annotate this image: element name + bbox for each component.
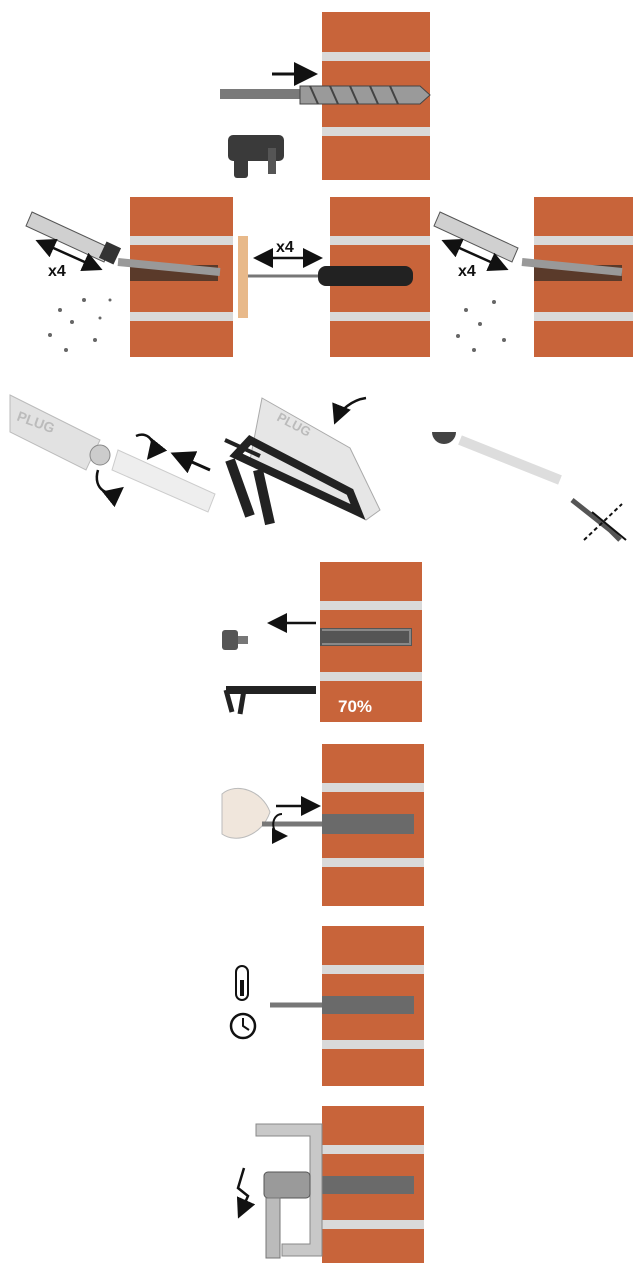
cartridge-icon: PLUG <box>10 395 110 470</box>
step-fixture <box>238 1106 424 1263</box>
hand-icon <box>222 788 270 838</box>
brush-repeat-label: x4 <box>276 239 294 256</box>
step-cure <box>231 926 424 1086</box>
dispenser-gun-icon <box>226 686 316 714</box>
dispenser-gun-icon: PLUG <box>225 398 380 524</box>
step-prepare: PLUG PLUG <box>10 395 626 540</box>
clock-icon <box>231 1014 255 1038</box>
step-clean: x4 x4 x4 <box>26 197 633 357</box>
mixer-nozzle-icon <box>112 450 215 512</box>
step-drill <box>220 12 430 180</box>
drill-icon <box>228 135 284 178</box>
repeat-count-label: x4 <box>48 263 66 280</box>
fill-amount-label: 70% <box>338 697 372 716</box>
dust-particles <box>48 298 112 352</box>
dust-particles <box>456 300 506 352</box>
nozzle-cut-icon <box>572 500 626 540</box>
step-inject: 70% <box>222 562 422 722</box>
nozzle-tip-icon <box>222 630 248 650</box>
step-insert-rod <box>222 744 424 906</box>
thermometer-icon <box>236 966 248 1000</box>
repeat-count-label: x4 <box>458 263 476 280</box>
drill-bit-icon <box>220 86 430 104</box>
piston-plug-icon <box>432 432 560 480</box>
